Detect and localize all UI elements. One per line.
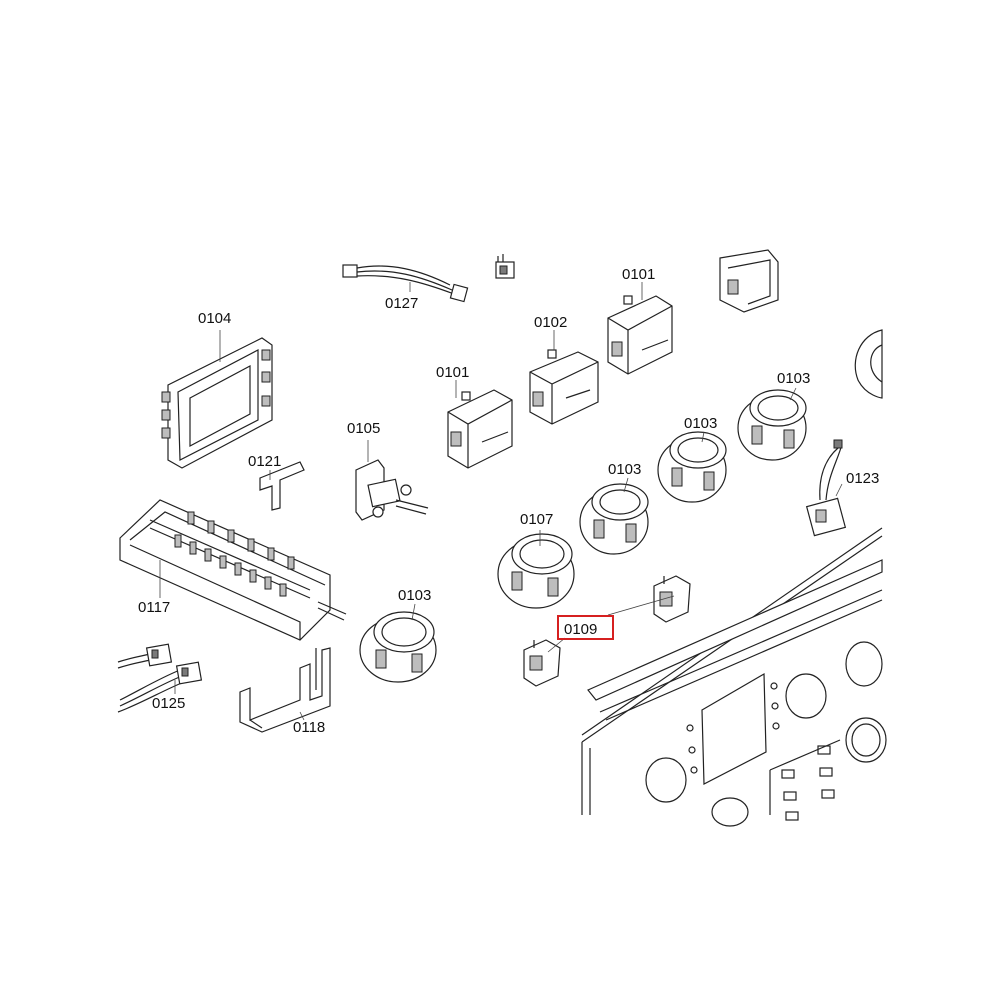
part-0109-switch-upper[interactable] [653,575,691,623]
label-0118[interactable]: 0118 [293,719,325,736]
label-0109[interactable]: 0109 [564,621,597,638]
fascia-display-window [701,672,767,785]
part-labels: 0127 0104 0102 0101 0101 0105 0121 0117 … [138,266,879,736]
label-0117[interactable]: 0117 [138,599,170,616]
label-0105[interactable]: 0105 [347,420,380,437]
label-0125[interactable]: 0125 [152,695,185,712]
terminal-tabs [174,511,295,597]
leader-0103-a [411,603,416,621]
part-0107-knob-bezel[interactable] [497,533,575,609]
fascia-indicator-dots [686,682,780,774]
control-panel-fascia [581,527,887,827]
part-0102-switch[interactable] [529,349,599,425]
part-0109-switch-lower[interactable] [523,639,561,687]
leader-0123 [835,483,843,497]
part-0103-knob-bezel-a[interactable] [359,611,437,683]
leader-0103-c [701,431,705,443]
part-0103-knob-bezel-c[interactable] [657,431,727,503]
part-0103-knob-bezel-d[interactable] [737,389,807,461]
part-0118-bracket[interactable] [239,647,331,733]
label-0123[interactable]: 0123 [846,470,879,487]
highlight-box-0109 [557,615,614,640]
leader-0103-b [623,477,629,493]
label-0121[interactable]: 0121 [248,453,281,470]
label-0103-a[interactable]: 0103 [398,587,431,604]
label-0102[interactable]: 0102 [534,314,567,331]
label-0104[interactable]: 0104 [198,310,231,327]
leader-0109-upper [607,595,675,616]
part-0105-gas-valve[interactable] [355,459,429,521]
part-0101-switch-b[interactable] [447,389,513,469]
part-0121-bracket[interactable] [259,461,305,511]
part-0127-wiring-harness[interactable] [342,264,469,303]
part-0104-control-module[interactable] [161,337,273,469]
leader-0109-lower [547,637,566,653]
fascia-knob-holes [645,641,887,827]
label-0101-a[interactable]: 0101 [622,266,655,283]
label-0107[interactable]: 0107 [520,511,553,528]
leader-0103-d [789,387,797,401]
leader-0118 [299,711,305,721]
part-0101-switch-a[interactable] [607,295,673,375]
part-0117-terminal-block[interactable] [119,499,347,641]
label-0101-b[interactable]: 0101 [436,364,469,381]
small-connector-part[interactable] [495,254,515,279]
module-terminal-row [161,349,271,439]
top-right-bracket-part[interactable] [719,249,779,313]
label-0103-b[interactable]: 0103 [608,461,641,478]
label-0127[interactable]: 0127 [385,295,418,312]
part-0103-knob-bezel-b[interactable] [579,483,649,555]
part-0123-sensor[interactable] [805,439,847,537]
label-0103-d[interactable]: 0103 [777,370,810,387]
part-knob-bezel-partial[interactable] [854,329,883,399]
part-0125-wiring-connectors[interactable] [117,643,203,713]
fascia-screws [769,739,841,821]
label-0103-c[interactable]: 0103 [684,415,717,432]
